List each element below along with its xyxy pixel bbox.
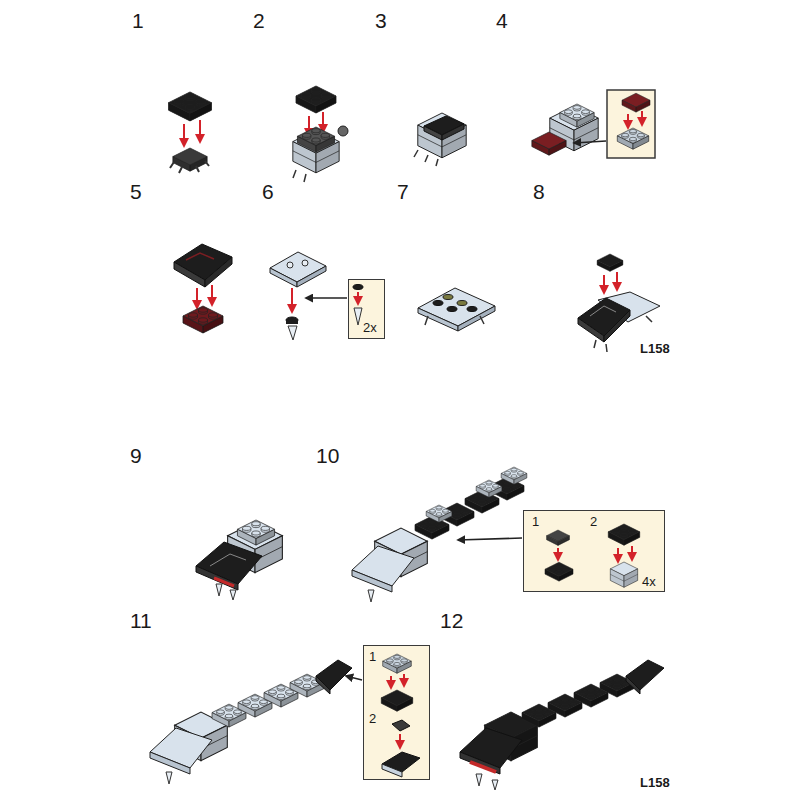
callout-ground — [348, 279, 385, 339]
step-6-art — [270, 252, 363, 340]
step-4-art — [532, 93, 650, 155]
step-12-art — [460, 660, 664, 790]
step-number: 7 — [397, 181, 409, 202]
step-number: 8 — [533, 181, 545, 202]
quantity-label: 4x — [642, 575, 656, 588]
step-3-art — [414, 113, 466, 166]
step-1-art — [169, 92, 212, 173]
step-11-art — [150, 654, 420, 784]
step-7-art — [418, 288, 495, 331]
sub-step-number: 1 — [369, 650, 376, 663]
callout-ground — [363, 645, 430, 780]
step-number: 6 — [262, 181, 274, 202]
step-number: 12 — [440, 610, 463, 631]
step-number: 10 — [316, 445, 339, 466]
step-number: 9 — [130, 445, 142, 466]
step-number: 3 — [375, 10, 387, 31]
step-number: 11 — [130, 610, 152, 631]
sub-step-number: 2 — [590, 515, 597, 528]
page-code: L158 — [640, 776, 670, 789]
sub-step-number: 1 — [532, 515, 539, 528]
step-2-art — [293, 86, 348, 182]
step-8-art — [578, 254, 660, 352]
callout-box: 12 — [363, 645, 430, 780]
step-10-art — [352, 467, 640, 602]
sub-step-number: 2 — [369, 712, 376, 725]
callout-box: 1 2 4x — [523, 510, 665, 592]
step-number: 2 — [253, 10, 265, 31]
quantity-label: 2x — [363, 321, 377, 334]
step-number: 5 — [130, 181, 142, 202]
page-code: L158 — [640, 342, 670, 355]
callout-box — [607, 90, 655, 158]
step-5-art — [174, 244, 232, 333]
step-number: 4 — [496, 10, 508, 31]
callout-box: 2x — [348, 279, 385, 339]
callout-ground — [523, 510, 665, 592]
step-9-art — [196, 520, 282, 600]
step-number: 1 — [132, 10, 144, 31]
